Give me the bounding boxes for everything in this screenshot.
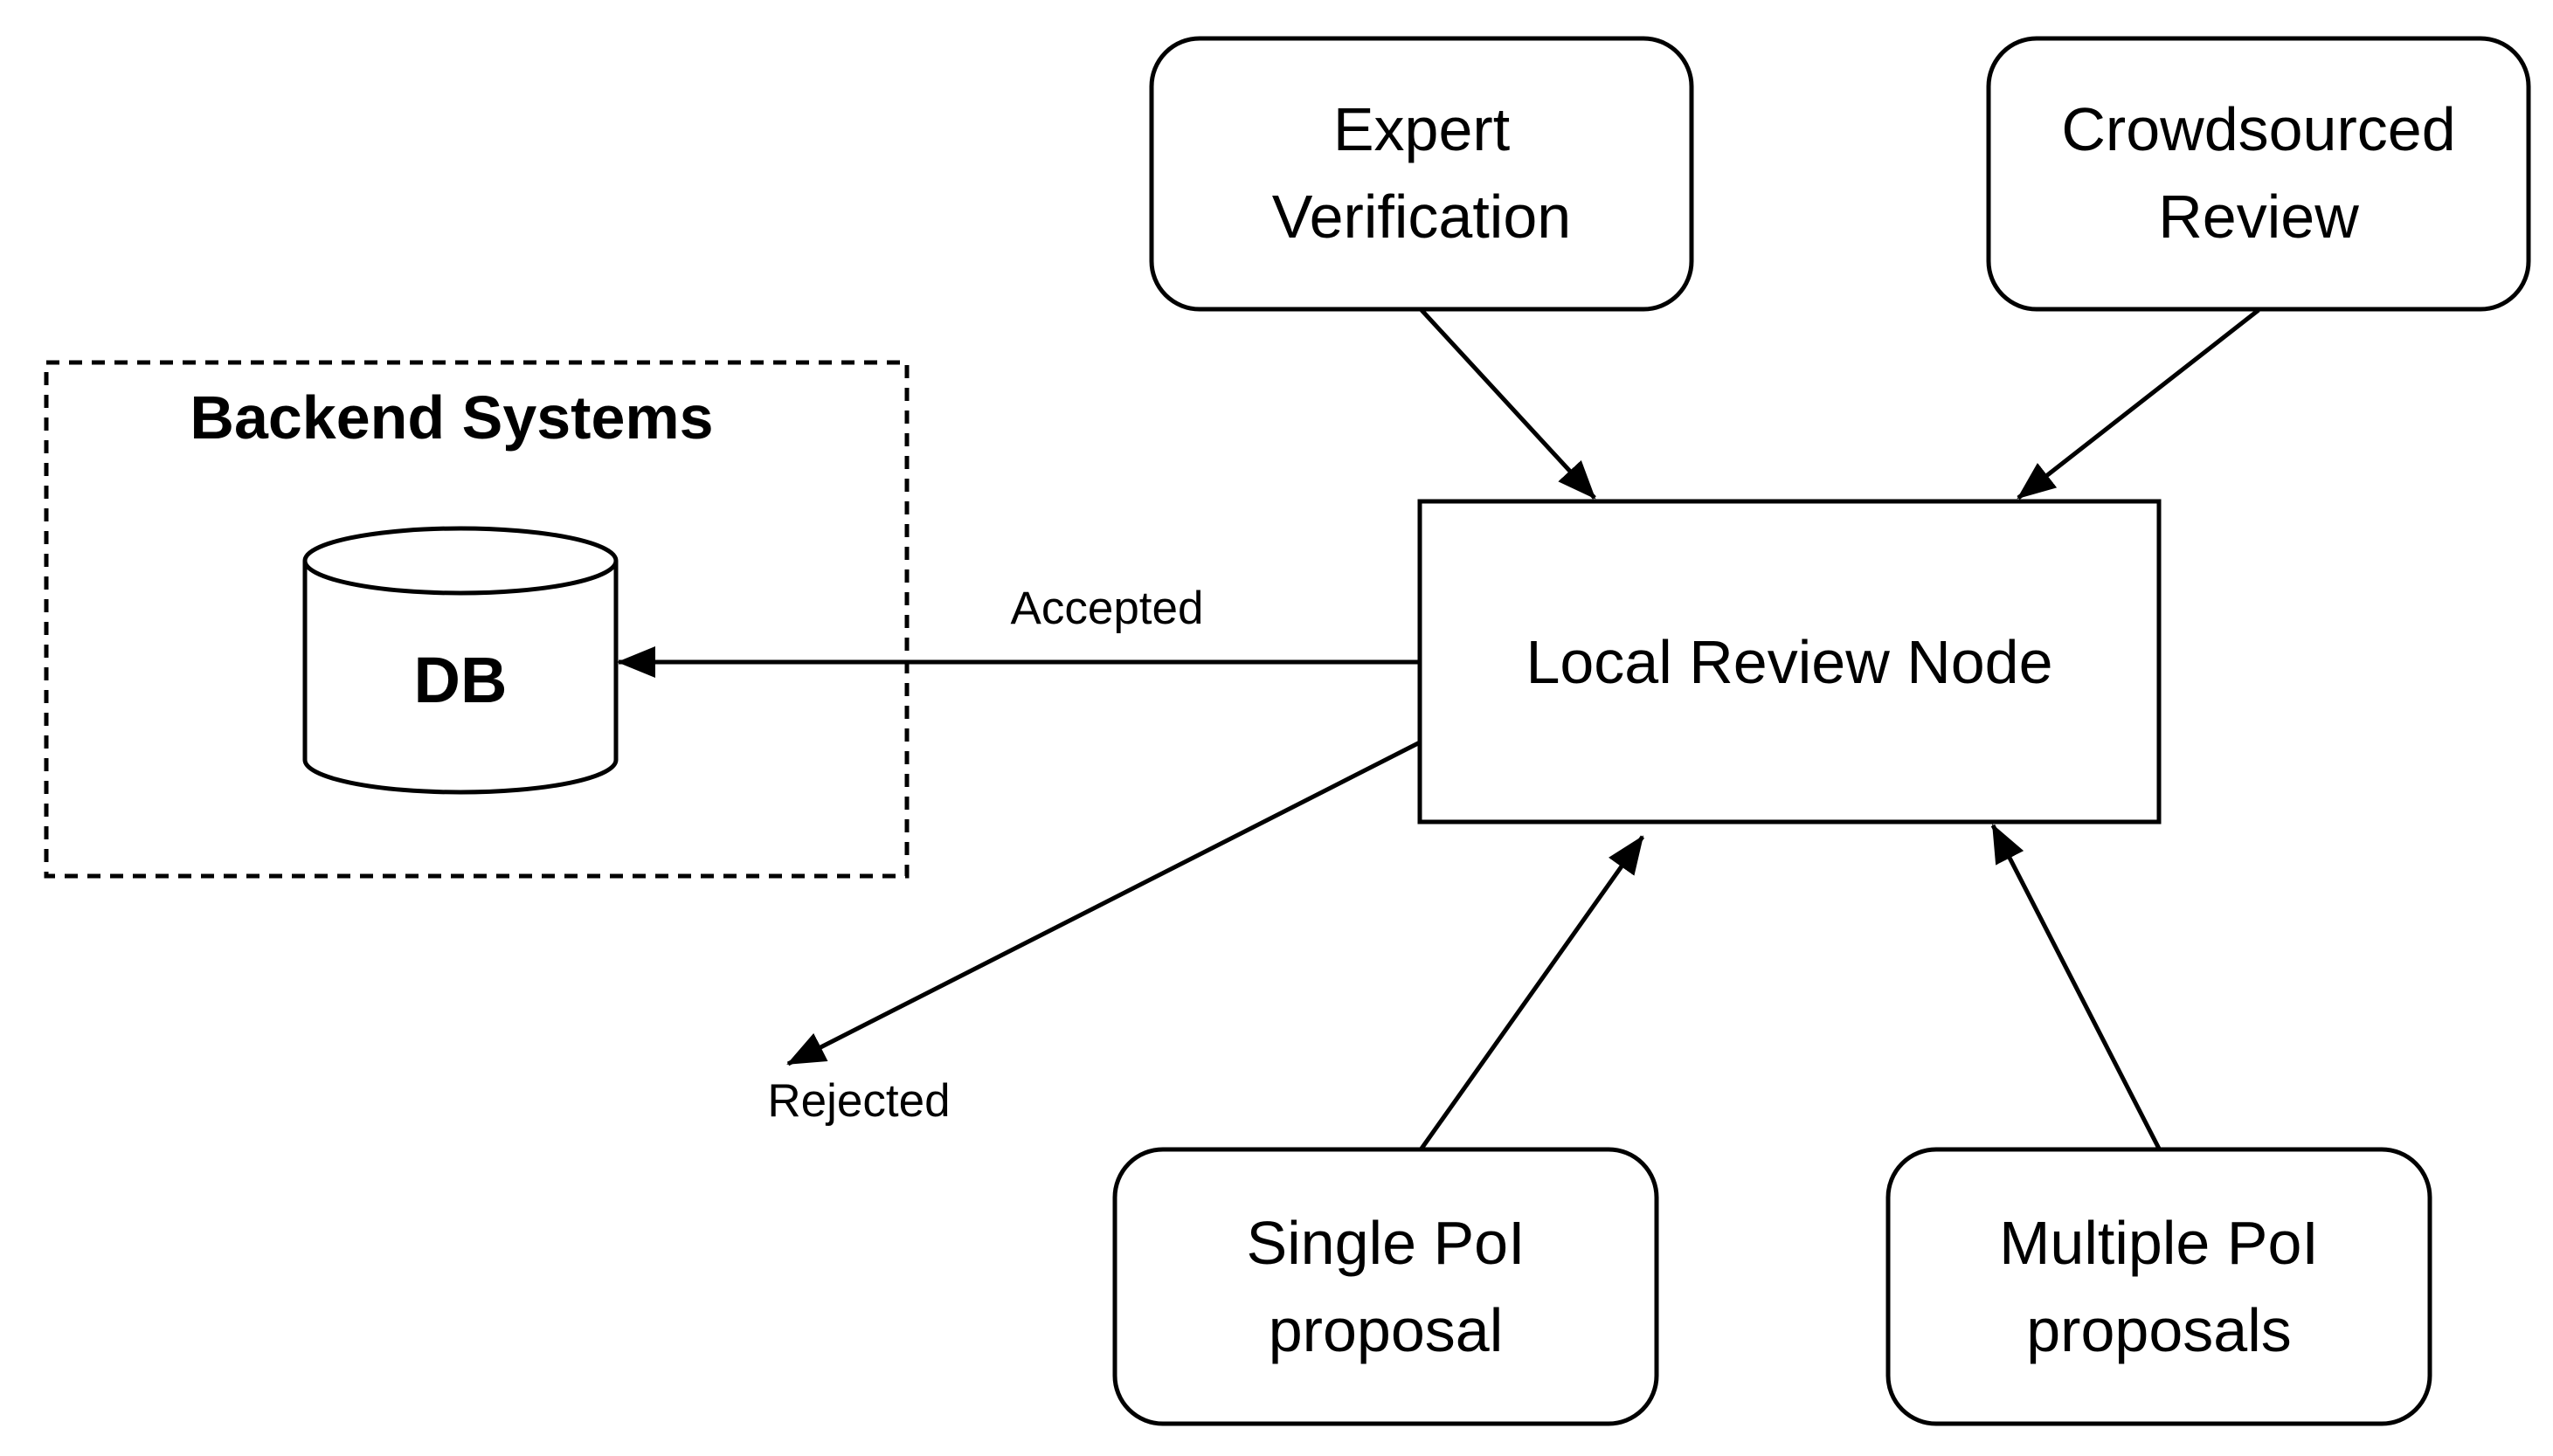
- crowdsourced-review-node: Crowdsourced Review: [1986, 36, 2531, 312]
- edge-crowdsourced-to-local: [2017, 308, 2260, 500]
- multiple-poi-proposals-node: Multiple PoI proposals: [1885, 1147, 2432, 1426]
- edge-local-to-rejected: [786, 740, 1422, 1066]
- expert-verification-label-line-2: Verification: [1272, 183, 1571, 251]
- single-poi-label-line-2: proposal: [1269, 1296, 1504, 1364]
- backend-systems-group: Backend Systems: [44, 360, 910, 879]
- local-review-node: Local Review Node: [1417, 499, 2162, 825]
- crowdsourced-review-label-line-2: Review: [2158, 183, 2359, 251]
- edge-expert-to-local: [1420, 308, 1596, 500]
- expert-verification-node: Expert Verification: [1149, 36, 1694, 312]
- rejected-edge-label: Rejected: [767, 1075, 950, 1127]
- edge-single-poi-to-local: [1419, 835, 1645, 1150]
- single-poi-proposal-node: Single PoI proposal: [1112, 1147, 1659, 1426]
- expert-verification-label-line-1: Expert: [1333, 95, 1510, 163]
- local-review-node-label: Local Review Node: [1526, 628, 2052, 696]
- single-poi-label-line-1: Single PoI: [1246, 1209, 1525, 1277]
- multiple-poi-label-line-2: proposals: [2026, 1296, 2292, 1364]
- db-label: DB: [414, 644, 508, 716]
- crowdsourced-review-label-line-1: Crowdsourced: [2061, 95, 2455, 163]
- backend-systems-title: Backend Systems: [190, 383, 713, 452]
- multiple-poi-label-line-1: Multiple PoI: [1999, 1209, 2319, 1277]
- edge-multiple-poi-to-local: [1990, 824, 2162, 1150]
- accepted-edge-label: Accepted: [1011, 583, 1204, 634]
- db-cylinder: DB: [302, 526, 619, 795]
